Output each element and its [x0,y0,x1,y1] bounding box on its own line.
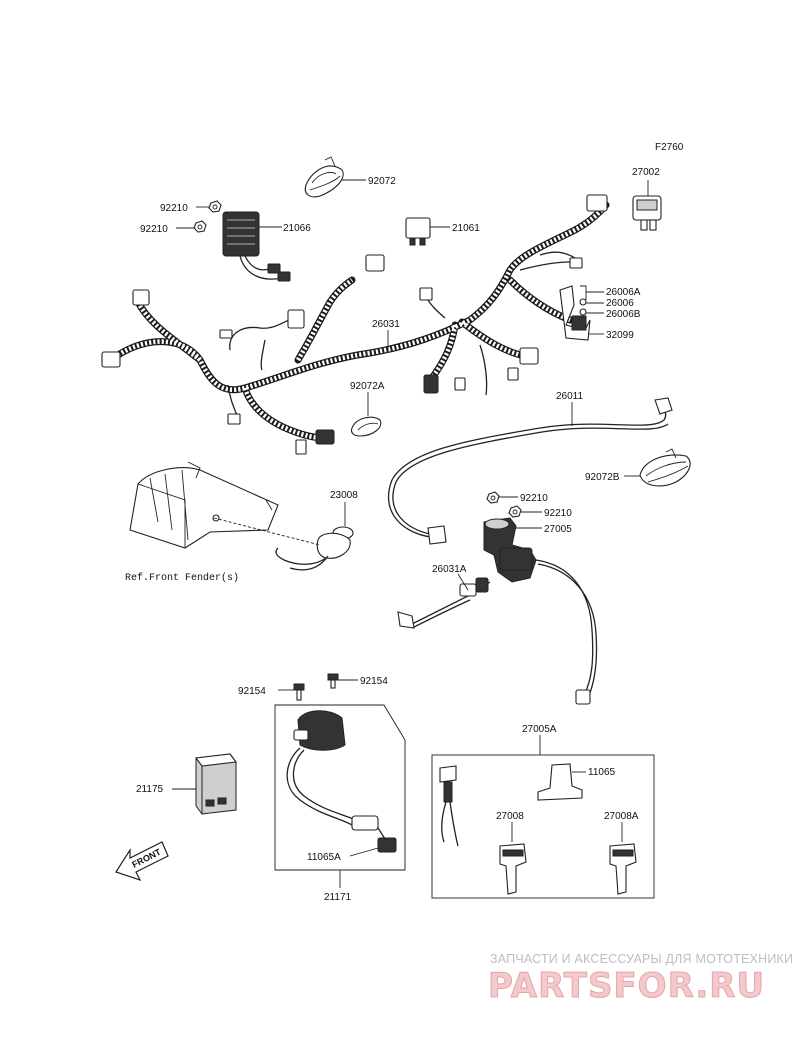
label-21175: 21175 [136,784,164,795]
watermark-brand: PARTSFOR.RU [488,966,765,1006]
label-27005: 27005 [544,524,572,535]
label-26011: 26011 [556,391,584,402]
label-92210-b: 92210 [140,224,168,235]
label-92154-b: 92154 [360,676,388,687]
key-set-box-27005A [431,754,655,899]
main-harness-26031 [101,194,610,455]
nut-92210-c [486,491,500,504]
label-27008A: 27008A [604,811,639,822]
regulator-21066 [222,211,291,282]
label-26006B: 26006B [606,309,641,320]
clamp-92072 [304,156,344,198]
clamp-92072A [350,416,382,437]
socket-23008 [213,517,354,571]
label-32099: 32099 [606,330,634,341]
relay-27002 [632,195,662,231]
label-92210-c: 92210 [520,493,548,504]
lead-26011 [387,397,673,545]
label-26031A: 26031A [432,564,467,575]
label-26031: 26031 [372,319,400,330]
bolt-92154-b [327,673,339,689]
label-21066: 21066 [283,223,311,234]
nut-92210-b [193,220,207,233]
label-92072A: 92072A [350,381,385,392]
label-23008: 23008 [330,490,358,501]
label-11065: 11065 [588,767,616,778]
label-26006A: 26006A [606,287,641,298]
nut-92210-d [508,505,522,518]
label-21171: 21171 [324,892,352,903]
watermark-tagline: ЗАПЧАСТИ И АКСЕССУАРЫ ДЛЯ МОТОТЕХНИКИ [490,952,793,966]
front-direction-arrow: FRONT [115,841,169,882]
ref-front-fender: Ref.Front Fender(s) [125,572,239,584]
label-92210-a: 92210 [160,203,188,214]
nut-92210-a [208,200,222,213]
label-27008: 27008 [496,811,524,822]
label-92154-a: 92154 [238,686,266,697]
ignition-switch-27005 [483,517,598,705]
clamp-92072B [639,448,691,487]
label-11065A: 11065A [307,852,341,863]
relay-21061 [405,217,431,246]
label-26006: 26006 [606,298,634,309]
front-fender-reference [129,461,279,549]
bolt-92154-a [293,683,305,701]
bracket-cluster-32099 [559,285,591,341]
figure-code: F2760 [655,142,684,153]
label-27002: 27002 [632,167,660,178]
label-92072: 92072 [368,176,396,187]
lead-26031A [397,577,491,629]
sensor-assembly-box-21171 [274,704,406,871]
label-27005A: 27005A [522,724,557,735]
label-92210-d: 92210 [544,508,572,519]
label-21061: 21061 [452,223,480,234]
ecu-21175 [194,753,238,815]
label-92072B: 92072B [585,472,620,483]
